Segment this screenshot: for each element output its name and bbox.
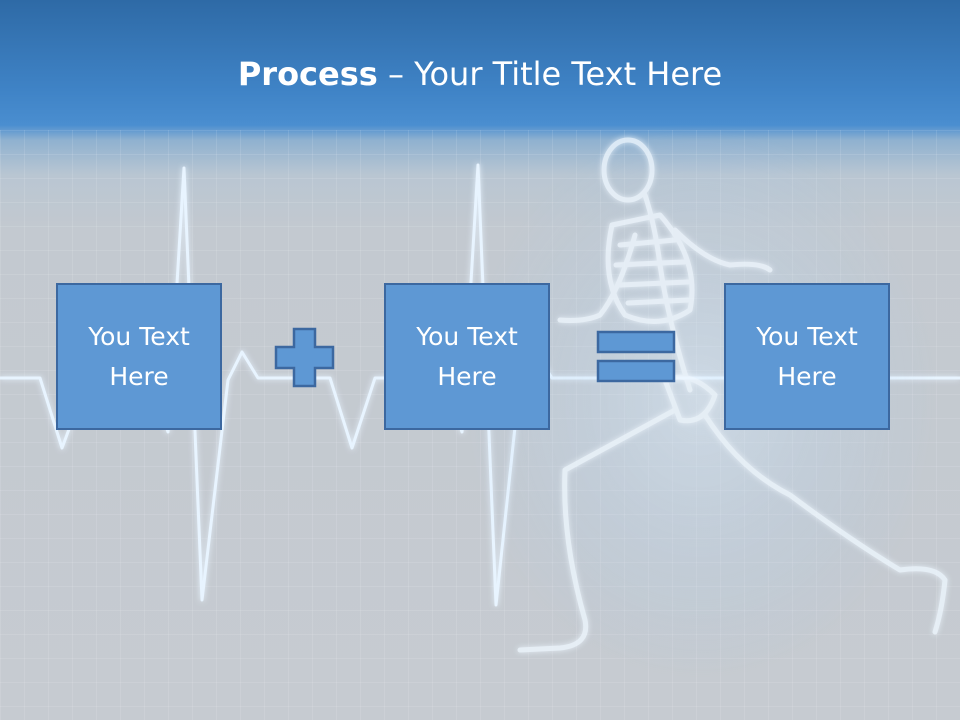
title-bold-text: Process	[237, 55, 378, 93]
process-box-1-text: You Text Here	[88, 321, 190, 391]
process-box-2[interactable]: You Text Here	[384, 283, 550, 430]
process-box-1[interactable]: You Text Here	[56, 283, 222, 430]
process-box-3[interactable]: You Text Here	[724, 283, 890, 430]
plus-icon[interactable]	[274, 327, 335, 388]
title-rest-text: – Your Title Text Here	[377, 55, 723, 93]
process-box-2-text: You Text Here	[416, 321, 518, 391]
page-title: Process – Your Title Text Here	[0, 50, 960, 98]
process-box-3-text: You Text Here	[756, 321, 858, 391]
equals-icon[interactable]	[596, 330, 676, 383]
running-skeleton-icon	[460, 120, 948, 680]
